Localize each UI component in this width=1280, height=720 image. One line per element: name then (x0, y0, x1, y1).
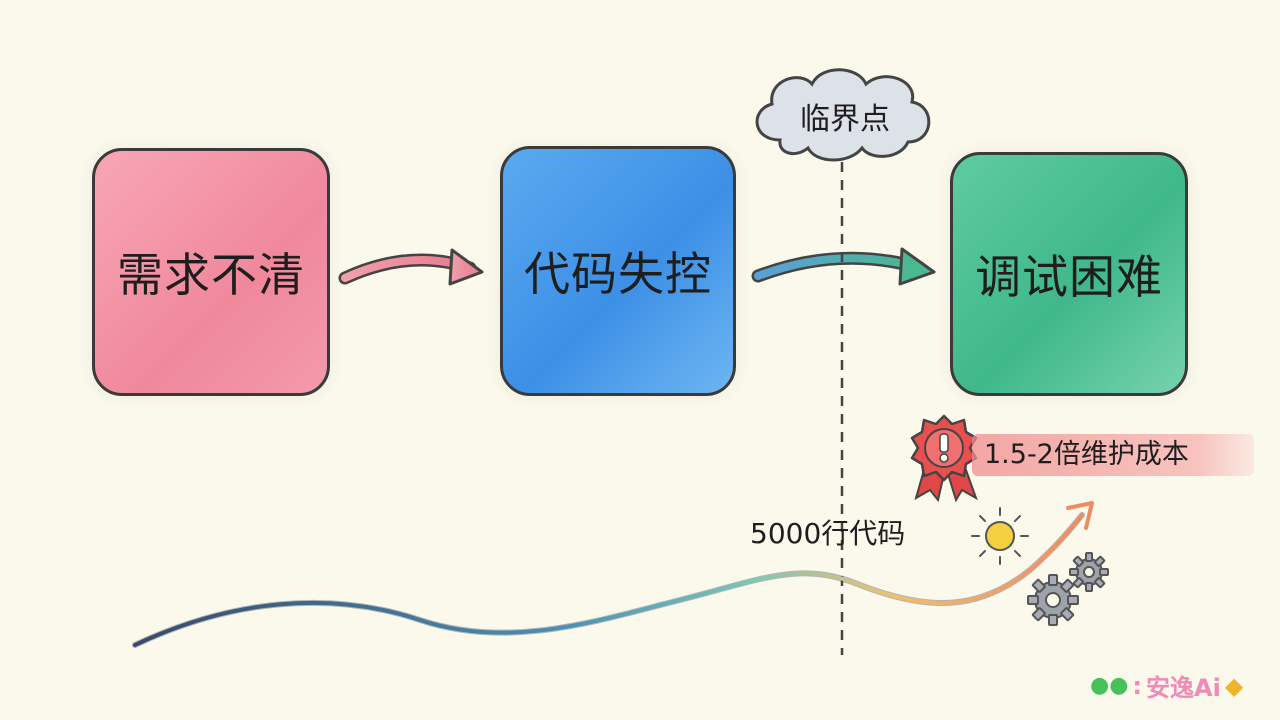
cost-label: 1.5-2倍维护成本 (984, 439, 1189, 470)
box-code-out-of-control: 代码失控 (500, 146, 736, 396)
brand-watermark: ●● : 安逸Ai ◆ (1090, 668, 1243, 703)
sun-icon (971, 507, 1029, 565)
critical-point-label: 临界点 (800, 102, 890, 137)
growth-wave (132, 501, 1094, 648)
box-label: 调试困难 (975, 250, 1163, 304)
cost-banner (972, 434, 1254, 476)
gears-icon (1027, 552, 1109, 626)
box-label: 需求不清 (117, 248, 305, 302)
box-label: 代码失控 (524, 247, 712, 301)
box-requirements-unclear: 需求不清 (92, 148, 330, 396)
bird-icon: ◆ (1224, 671, 1244, 700)
brand-separator: : (1132, 671, 1143, 700)
warning-badge-icon (910, 414, 978, 503)
brand-text: 安逸Ai (1146, 674, 1221, 702)
wechat-icon: ●● (1090, 673, 1129, 698)
box-debugging-difficult: 调试困难 (950, 152, 1188, 396)
arrow-1 (338, 248, 484, 286)
cloud-shape (755, 68, 931, 162)
arrow-2 (751, 247, 936, 286)
code-count-label: 5000行代码 (750, 517, 906, 550)
